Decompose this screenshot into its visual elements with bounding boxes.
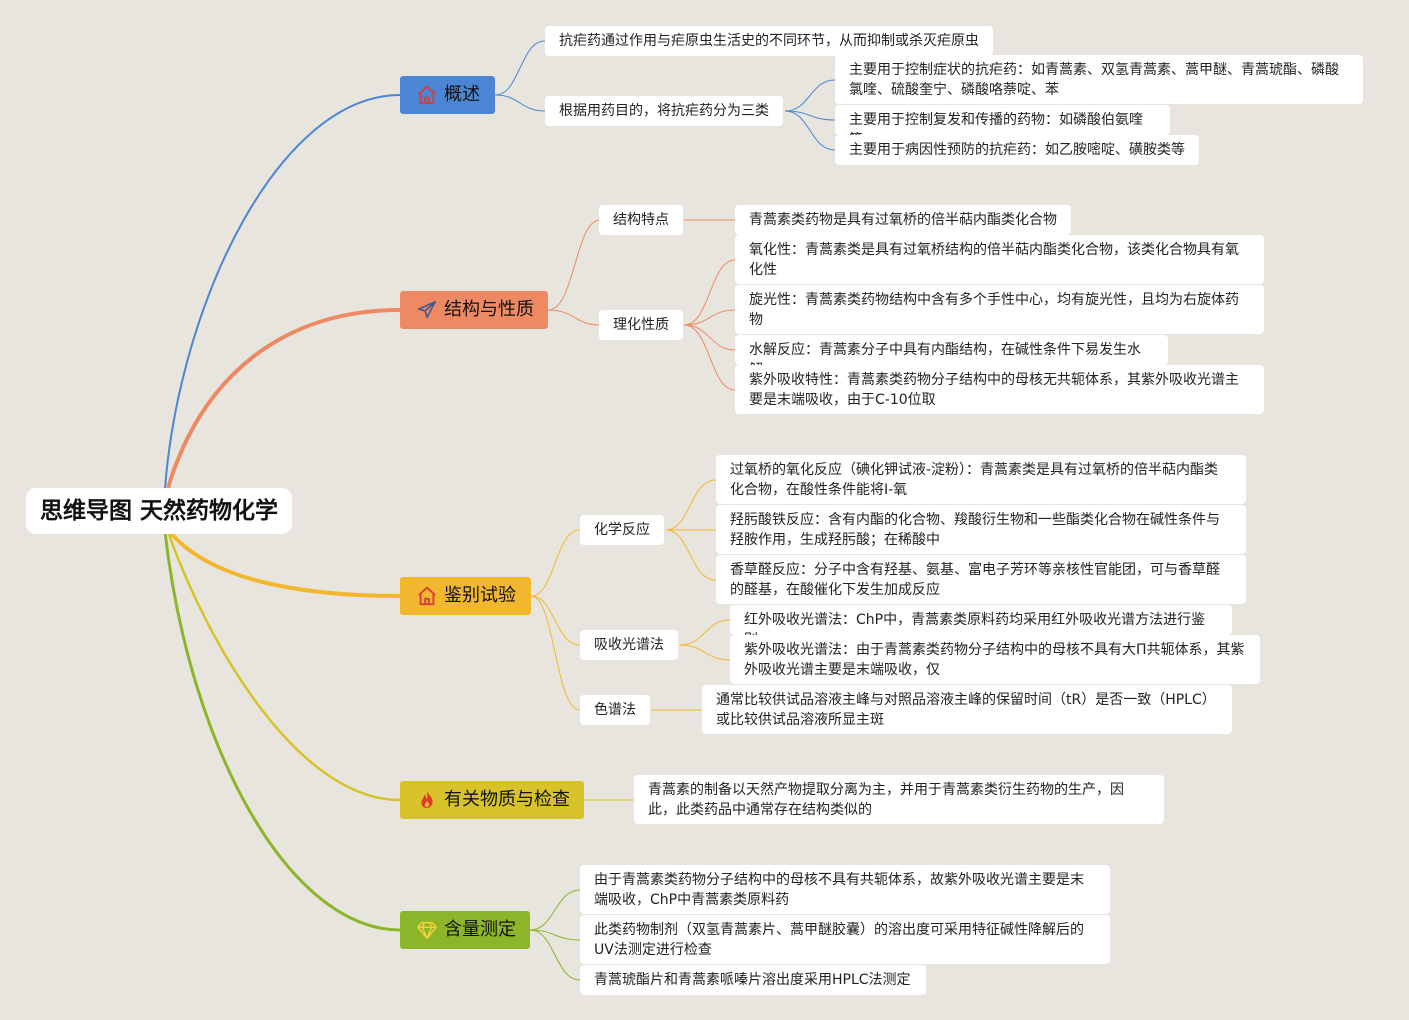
branch-assay[interactable]: 含量测定 — [400, 911, 530, 949]
branch-impurities[interactable]: 有关物质与检查 — [400, 781, 584, 819]
diamond-icon — [417, 921, 437, 939]
fire-icon — [421, 790, 433, 809]
impurities-detail[interactable]: 青蒿素的制备以天然产物提取分离为主，并用于青蒿素类衍生药物的生产，因此，此类药品… — [634, 775, 1164, 824]
root-topic[interactable]: 思维导图 天然药物化学 — [26, 488, 293, 534]
assay-item-1[interactable]: 由于青蒿素类药物分子结构中的母核不具有共轭体系，故紫外吸收光谱主要是末端吸收，C… — [580, 865, 1110, 914]
spectroscopy-uv[interactable]: 紫外吸收光谱法：由于青蒿素类药物分子结构中的母核不具有大Π共轭体系，其紫外吸收光… — [730, 635, 1260, 684]
home-icon — [418, 85, 436, 105]
assay-item-3[interactable]: 青蒿琥酯片和青蒿素哌嗪片溶出度采用HPLC法测定 — [580, 965, 926, 995]
branch-structure[interactable]: 结构与性质 — [400, 291, 548, 329]
chemical-reactions[interactable]: 化学反应 — [580, 515, 664, 545]
branch-overview[interactable]: 概述 — [400, 76, 495, 114]
assay-item-2[interactable]: 此类药物制剂（双氢青蒿素片、蒿甲醚胶囊）的溶出度可采用特征碱性降解后的UV法测定… — [580, 915, 1110, 964]
branch-label: 鉴别试验 — [444, 585, 516, 606]
property-optical-rotation[interactable]: 旋光性：青蒿素类药物结构中含有多个手性中心，均有旋光性，且均为右旋体药物 — [735, 285, 1264, 334]
branch-identification[interactable]: 鉴别试验 — [400, 577, 531, 615]
branch-label: 有关物质与检查 — [444, 789, 570, 810]
home-icon — [418, 586, 436, 606]
property-hydrolysis[interactable]: 水解反应：青蒿素分子中具有内酯结构，在碱性条件下易发生水解 — [735, 335, 1168, 378]
structure-features-detail[interactable]: 青蒿素类药物是具有过氧桥的倍半萜内酯类化合物 — [735, 205, 1071, 235]
spectroscopy-ir[interactable]: 红外吸收光谱法：ChP中，青蒿素类原料药均采用红外吸收光谱方法进行鉴别 — [730, 605, 1232, 648]
chromatography-detail[interactable]: 通常比较供试品溶液主峰与对照品溶液主峰的保留时间（tR）是否一致（HPLC）或比… — [702, 685, 1232, 734]
paper-plane-icon — [417, 300, 437, 319]
overview-item-a[interactable]: 抗疟药通过作用与疟原虫生活史的不同环节，从而抑制或杀灭疟原虫 — [545, 26, 993, 56]
reaction-hydroxamic-iron[interactable]: 羟肟酸铁反应：含有内酯的化合物、羧酸衍生物和一些酯类化合物在碱性条件与羟胺作用，… — [716, 505, 1246, 554]
overview-item-b2[interactable]: 主要用于控制复发和传播的药物：如磷酸伯氨喹等 — [835, 105, 1170, 148]
branch-label: 结构与性质 — [444, 299, 534, 320]
reaction-peroxide-oxidation[interactable]: 过氧桥的氧化反应（碘化钾试液-淀粉）：青蒿素类是具有过氧桥的倍半萜内酯类化合物，… — [716, 455, 1246, 504]
overview-item-b[interactable]: 根据用药目的，将抗疟药分为三类 — [545, 96, 783, 126]
branch-label: 含量测定 — [444, 919, 516, 940]
property-uv-absorption[interactable]: 紫外吸收特性：青蒿素类药物分子结构中的母核无共轭体系，其紫外吸收光谱主要是末端吸… — [735, 365, 1264, 414]
chromatography[interactable]: 色谱法 — [580, 695, 650, 725]
physicochemical-properties[interactable]: 理化性质 — [599, 310, 683, 340]
reaction-vanillin[interactable]: 香草醛反应：分子中含有羟基、氨基、富电子芳环等亲核性官能团，可与香草醛的醛基，在… — [716, 555, 1246, 604]
branch-label: 概述 — [444, 84, 480, 105]
overview-item-b1[interactable]: 主要用于控制症状的抗疟药：如青蒿素、双氢青蒿素、蒿甲醚、青蒿琥酯、磷酸氯喹、硫酸… — [835, 55, 1363, 104]
overview-item-b3[interactable]: 主要用于病因性预防的抗疟药：如乙胺嘧啶、磺胺类等 — [835, 135, 1199, 165]
property-oxidation[interactable]: 氧化性：青蒿素类是具有过氧桥结构的倍半萜内酯类化合物，该类化合物具有氧化性 — [735, 235, 1264, 284]
spectroscopy-methods[interactable]: 吸收光谱法 — [580, 630, 678, 660]
structure-features[interactable]: 结构特点 — [599, 205, 683, 235]
